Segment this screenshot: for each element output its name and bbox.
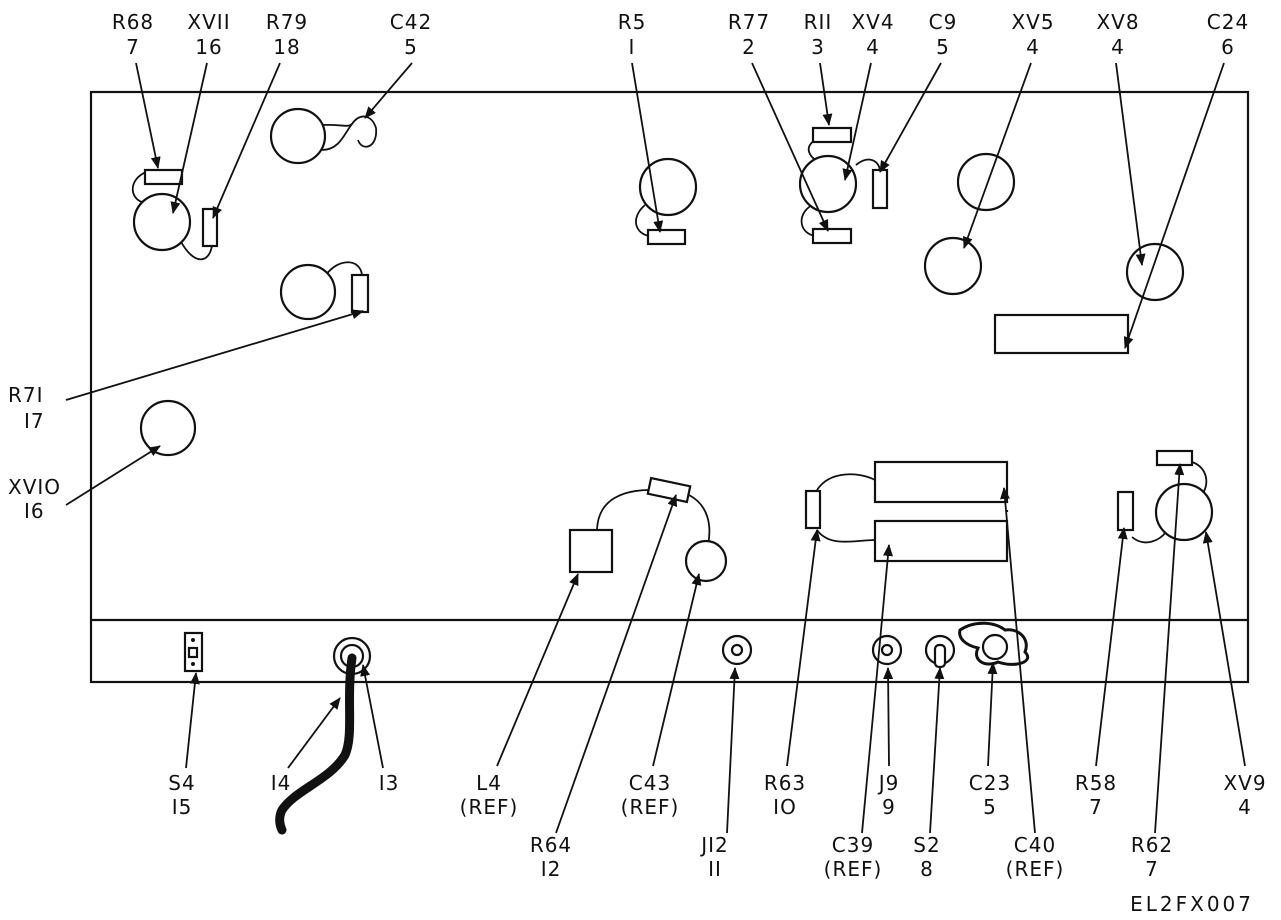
callout-r5-item: I [629, 35, 636, 59]
callout-c23-item: 5 [983, 795, 997, 819]
callout-j9-item: 9 [882, 795, 896, 819]
callout-s4-item: I5 [172, 795, 193, 819]
coil-l4 [568, 528, 614, 574]
callout-xv9-item: 4 [1238, 795, 1252, 819]
resistor-r77 [811, 227, 853, 245]
callout-r58-ref: R58 [1075, 771, 1117, 795]
callout-c9-item: 5 [936, 35, 950, 59]
callout-r68-ref: R68 [112, 10, 154, 34]
callout-c40-ref: C40 [1014, 833, 1056, 857]
capacitor-c23 [958, 621, 1029, 666]
callout-s4-ref: S4 [168, 771, 195, 795]
callout-c39-item: (REF) [824, 857, 883, 881]
callout-r64-ref: R64 [530, 833, 572, 857]
tube-socket-unlabeled-c [956, 152, 1016, 212]
callout-r63-ref: R63 [764, 771, 806, 795]
callout-r79-ref: R79 [266, 10, 308, 34]
callout-c9-ref: C9 [929, 10, 958, 34]
callout-l4-item: (REF) [460, 795, 519, 819]
callout-j12-item: II [708, 857, 722, 881]
tube-socket-xv8 [1125, 242, 1185, 302]
callout-r64-item: I2 [541, 857, 562, 881]
callout-r79-item: 18 [273, 35, 300, 59]
resistor-r63 [804, 489, 822, 530]
capacitor-c43 [684, 539, 728, 583]
figure-id: EL2FX007 [1130, 892, 1254, 916]
callout-xv4-item: 4 [866, 35, 880, 59]
tube-socket-r5-area [635, 157, 698, 237]
jack-j12 [721, 634, 753, 666]
jack-j9 [871, 634, 903, 666]
tube-socket-xv10 [139, 399, 197, 457]
resistor-r5 [646, 228, 687, 246]
callout-c24-ref: C24 [1207, 10, 1249, 34]
callout-xv8-ref: XV8 [1096, 10, 1139, 34]
capacitor-c9 [871, 168, 889, 210]
leader-lines [65, 62, 1246, 834]
callout-13-ref: I3 [379, 771, 400, 795]
callout-xv5-ref: XV5 [1011, 10, 1054, 34]
callout-c39-ref: C39 [832, 833, 874, 857]
callout-xv5-item: 4 [1026, 35, 1040, 59]
callout-r5-ref: R5 [618, 10, 647, 34]
callout-r68-item: 7 [126, 35, 140, 59]
callout-j12-ref: JI2 [699, 833, 729, 857]
callout-r77-ref: R77 [728, 10, 770, 34]
callout-xv11-item: 16 [195, 35, 222, 59]
callout-r71-ref: R7I [8, 383, 44, 407]
switch-s2 [924, 634, 956, 669]
tube-socket-xv5 [923, 236, 983, 296]
coil-l4-and-leads [596, 489, 711, 546]
callout-r11-item: 3 [811, 35, 825, 59]
callout-c43-ref: C43 [629, 771, 671, 795]
resistor-r11 [811, 126, 853, 144]
callout-xv4-ref: XV4 [851, 10, 894, 34]
resistor-r68 [143, 168, 184, 186]
callout-xv8-item: 4 [1111, 35, 1125, 59]
callout-c43-item: (REF) [621, 795, 680, 819]
callout-r58-item: 7 [1089, 795, 1103, 819]
callout-xv10-item: I6 [24, 499, 45, 523]
callout-c23-ref: C23 [969, 771, 1011, 795]
chassis-outline [89, 90, 1250, 684]
callout-14-ref: I4 [271, 771, 292, 795]
resistor-r71 [350, 273, 370, 314]
resistor-r58 [1116, 490, 1135, 532]
callout-r62-item: 7 [1145, 857, 1159, 881]
callout-c40-item: (REF) [1006, 857, 1065, 881]
callout-xv9-ref: XV9 [1223, 771, 1266, 795]
callout-s2-item: 8 [920, 857, 934, 881]
callout-r63-item: IO [773, 795, 797, 819]
callout-xv11-ref: XVII [187, 10, 230, 34]
callout-s2-ref: S2 [913, 833, 940, 857]
tube-socket-xv9 [1131, 461, 1214, 544]
callout-l4-ref: L4 [476, 771, 502, 795]
connector-13-14-cable [275, 636, 372, 835]
callout-c42-ref: C42 [390, 10, 432, 34]
callout-r71-item: I7 [24, 409, 45, 433]
tube-socket-xv4 [798, 139, 881, 237]
switch-s4 [183, 631, 204, 673]
tube-socket-unlabeled-a [269, 107, 327, 165]
capacitor-c24 [993, 313, 1130, 355]
resistor-r64 [646, 476, 692, 504]
resistor-r62 [1155, 449, 1194, 467]
capacitor-bank-c39-c40 [816, 460, 1009, 563]
callout-j9-ref: J9 [877, 771, 900, 795]
callout-c42-item: 5 [404, 35, 418, 59]
tube-socket-xv11 [131, 171, 213, 261]
capacitor-c42 [321, 115, 377, 151]
callout-r62-ref: R62 [1131, 833, 1173, 857]
callout-c24-item: 6 [1221, 35, 1235, 59]
callout-xv10-ref: XVIO [8, 475, 61, 499]
callout-r11-ref: RII [804, 10, 833, 34]
tube-socket-unlabeled-b [279, 261, 363, 321]
callout-r77-item: 2 [742, 35, 756, 59]
